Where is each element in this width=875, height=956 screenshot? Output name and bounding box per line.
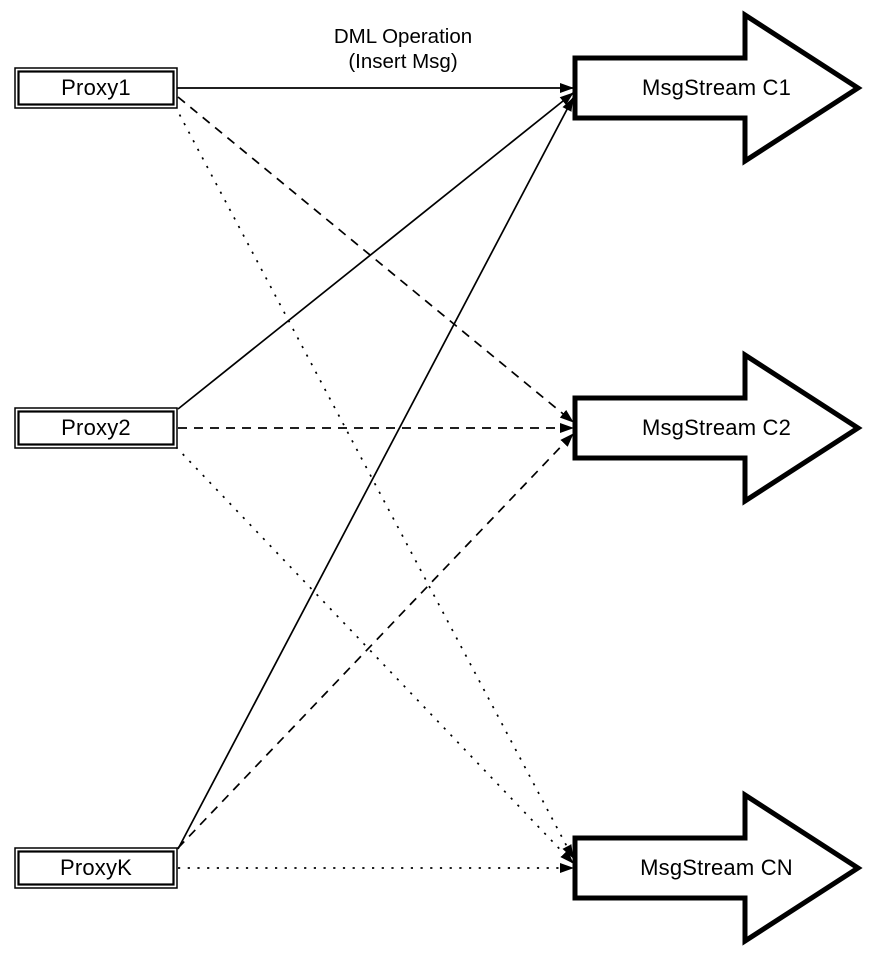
dml-operation-label: DML Operation (Insert Msg) <box>334 24 472 74</box>
shape-msgstream-cn-block-arrow <box>572 790 863 946</box>
shape-proxy2-box <box>14 407 178 449</box>
shape-msgstream-c1-block-arrow <box>572 10 863 166</box>
node-label-proxyk: ProxyK <box>59 855 133 880</box>
edge-proxyk-to-msgstream-c2-dashed <box>177 433 574 849</box>
node-label-msgstream-c2: MsgStream C2 <box>641 415 792 440</box>
edge-proxy1-to-msgstream-c2-dashed <box>177 96 574 423</box>
node-label-msgstream-c1: MsgStream C1 <box>641 75 792 100</box>
edge-proxyk-to-msgstream-c1-solid <box>177 97 574 850</box>
node-label-msgstream-cn: MsgStream CN <box>640 855 793 880</box>
node-label-proxy1: Proxy1 <box>61 75 131 100</box>
dml-operation-line1: DML Operation <box>333 25 473 48</box>
edge-proxy2-to-msgstream-cn-dotted <box>175 446 574 864</box>
edge-proxy1-to-msgstream-cn-dotted <box>174 105 574 859</box>
edge-proxy2-to-msgstream-c1-solid <box>177 92 574 410</box>
shape-proxyk-box <box>14 847 178 889</box>
dml-operation-line2: (Insert Msg) <box>348 50 458 73</box>
shape-msgstream-c2-block-arrow <box>572 350 863 506</box>
node-label-proxy2: Proxy2 <box>61 415 131 440</box>
shape-proxy1-box <box>14 67 178 109</box>
